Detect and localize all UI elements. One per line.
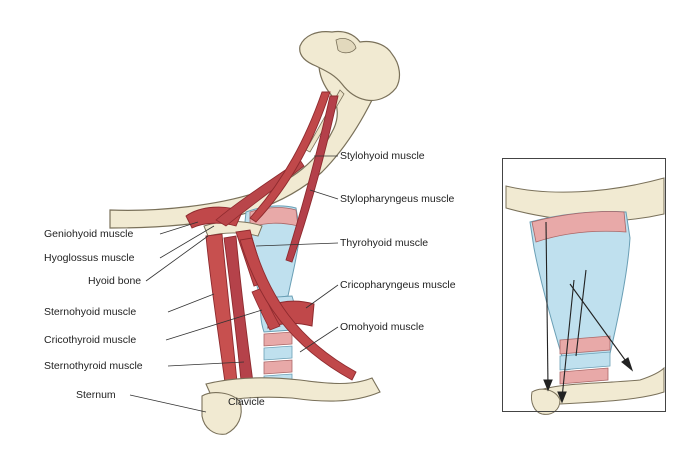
label-stylopharyngeus: Stylopharyngeus muscle (340, 193, 454, 205)
label-cricopharyngeus: Cricopharyngeus muscle (340, 279, 456, 291)
label-cricothyroid: Cricothyroid muscle (44, 334, 136, 346)
inset-frame (502, 158, 666, 412)
label-stylohyoid: Stylohyoid muscle (340, 150, 425, 162)
label-sternohyoid: Sternohyoid muscle (44, 306, 136, 318)
label-hyoid-bone: Hyoid bone (88, 275, 141, 287)
label-sternothyroid: Sternothyroid muscle (44, 360, 143, 372)
label-clavicle: Clavicle (228, 396, 265, 408)
label-omohyoid: Omohyoid muscle (340, 321, 424, 333)
label-thyrohyoid: Thyrohyoid muscle (340, 237, 428, 249)
label-hyoglossus: Hyoglossus muscle (44, 252, 134, 264)
label-geniohyoid: Geniohyoid muscle (44, 228, 133, 240)
label-sternum: Sternum (76, 389, 116, 401)
